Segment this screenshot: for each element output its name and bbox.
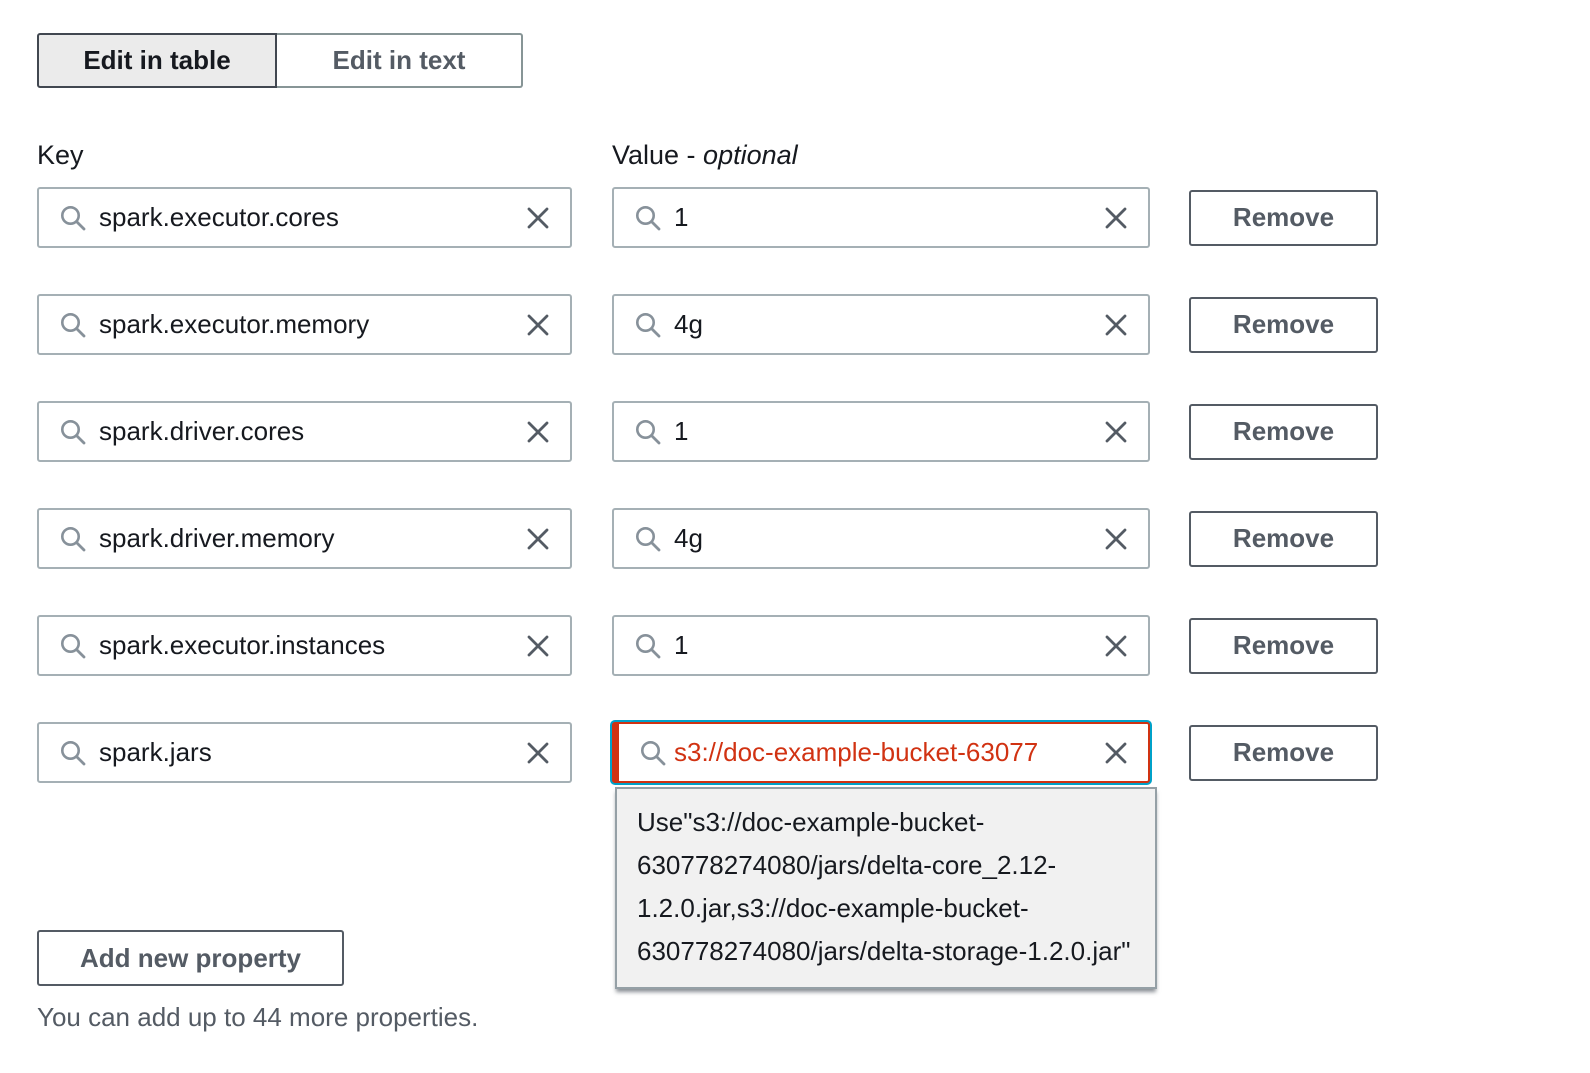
clear-key-button[interactable] [523,631,553,661]
value-input-wrap [612,401,1150,462]
clear-value-button[interactable] [1101,524,1131,554]
property-row: Remove [37,615,1553,676]
value-input[interactable] [614,403,1101,460]
value-input-wrap [612,294,1150,355]
property-row: Remove [37,508,1553,569]
properties-remaining-text: You can add up to 44 more properties. [37,1002,479,1032]
value-input-wrap [612,508,1150,569]
clear-value-button[interactable] [1101,631,1131,661]
clear-key-button[interactable] [523,203,553,233]
property-row: Use"s3://doc-example-bucket-630778274080… [37,722,1553,989]
x-icon [1102,204,1130,232]
x-icon [1102,418,1130,446]
property-row: Remove [37,294,1553,355]
value-input[interactable] [614,617,1101,674]
remove-button[interactable]: Remove [1189,403,1378,460]
clear-value-button[interactable] [1101,310,1131,340]
clear-value-button[interactable] [1101,203,1131,233]
key-input[interactable] [39,724,523,781]
remove-button[interactable]: Remove [1189,724,1378,781]
key-input[interactable] [39,296,523,353]
value-input-wrap [612,187,1150,248]
key-input-wrap [37,508,572,569]
key-input-wrap [37,187,572,248]
remove-button[interactable]: Remove [1189,296,1378,353]
footer: Add new property You can add up to 44 mo… [37,930,1553,1033]
x-icon [524,739,552,767]
add-new-property-button[interactable]: Add new property [37,930,345,986]
key-input-wrap [37,722,572,783]
remove-button[interactable]: Remove [1189,510,1378,567]
x-icon [1102,632,1130,660]
x-icon [524,525,552,553]
value-constraint-tooltip: Use"s3://doc-example-bucket-630778274080… [615,787,1157,989]
column-headers: Key Value - optional [37,140,1553,171]
optional-label: optional [703,140,798,170]
key-input[interactable] [39,403,523,460]
value-input-wrap-invalid: Use"s3://doc-example-bucket-630778274080… [612,722,1157,989]
x-icon [524,204,552,232]
key-input[interactable] [39,510,523,567]
key-input[interactable] [39,617,523,674]
key-input-wrap [37,615,572,676]
key-input-wrap [37,401,572,462]
value-input[interactable] [614,296,1101,353]
clear-key-button[interactable] [523,738,553,768]
x-icon [524,632,552,660]
edit-mode-toggle: Edit in table Edit in text [37,33,523,88]
clear-key-button[interactable] [523,417,553,447]
x-icon [524,311,552,339]
value-input[interactable] [614,189,1101,246]
key-input-wrap [37,294,572,355]
clear-value-button[interactable] [1101,738,1131,768]
value-label: Value - [612,140,704,170]
key-input[interactable] [39,189,523,246]
x-icon [1102,311,1130,339]
clear-value-button[interactable] [1101,417,1131,447]
clear-key-button[interactable] [523,524,553,554]
property-row: Remove [37,401,1553,462]
value-input-wrap [612,615,1150,676]
remove-button[interactable]: Remove [1189,189,1378,246]
property-row: Remove [37,187,1553,248]
x-icon [524,418,552,446]
value-input[interactable] [614,510,1101,567]
edit-in-text-button[interactable]: Edit in text [277,33,523,88]
x-icon [1102,525,1130,553]
edit-in-table-button[interactable]: Edit in table [37,33,277,88]
key-column-header: Key [37,140,84,170]
remove-button[interactable]: Remove [1189,617,1378,674]
value-column-header: Value - optional [612,140,798,171]
value-input[interactable] [619,724,1101,781]
clear-key-button[interactable] [523,310,553,340]
x-icon [1102,739,1130,767]
